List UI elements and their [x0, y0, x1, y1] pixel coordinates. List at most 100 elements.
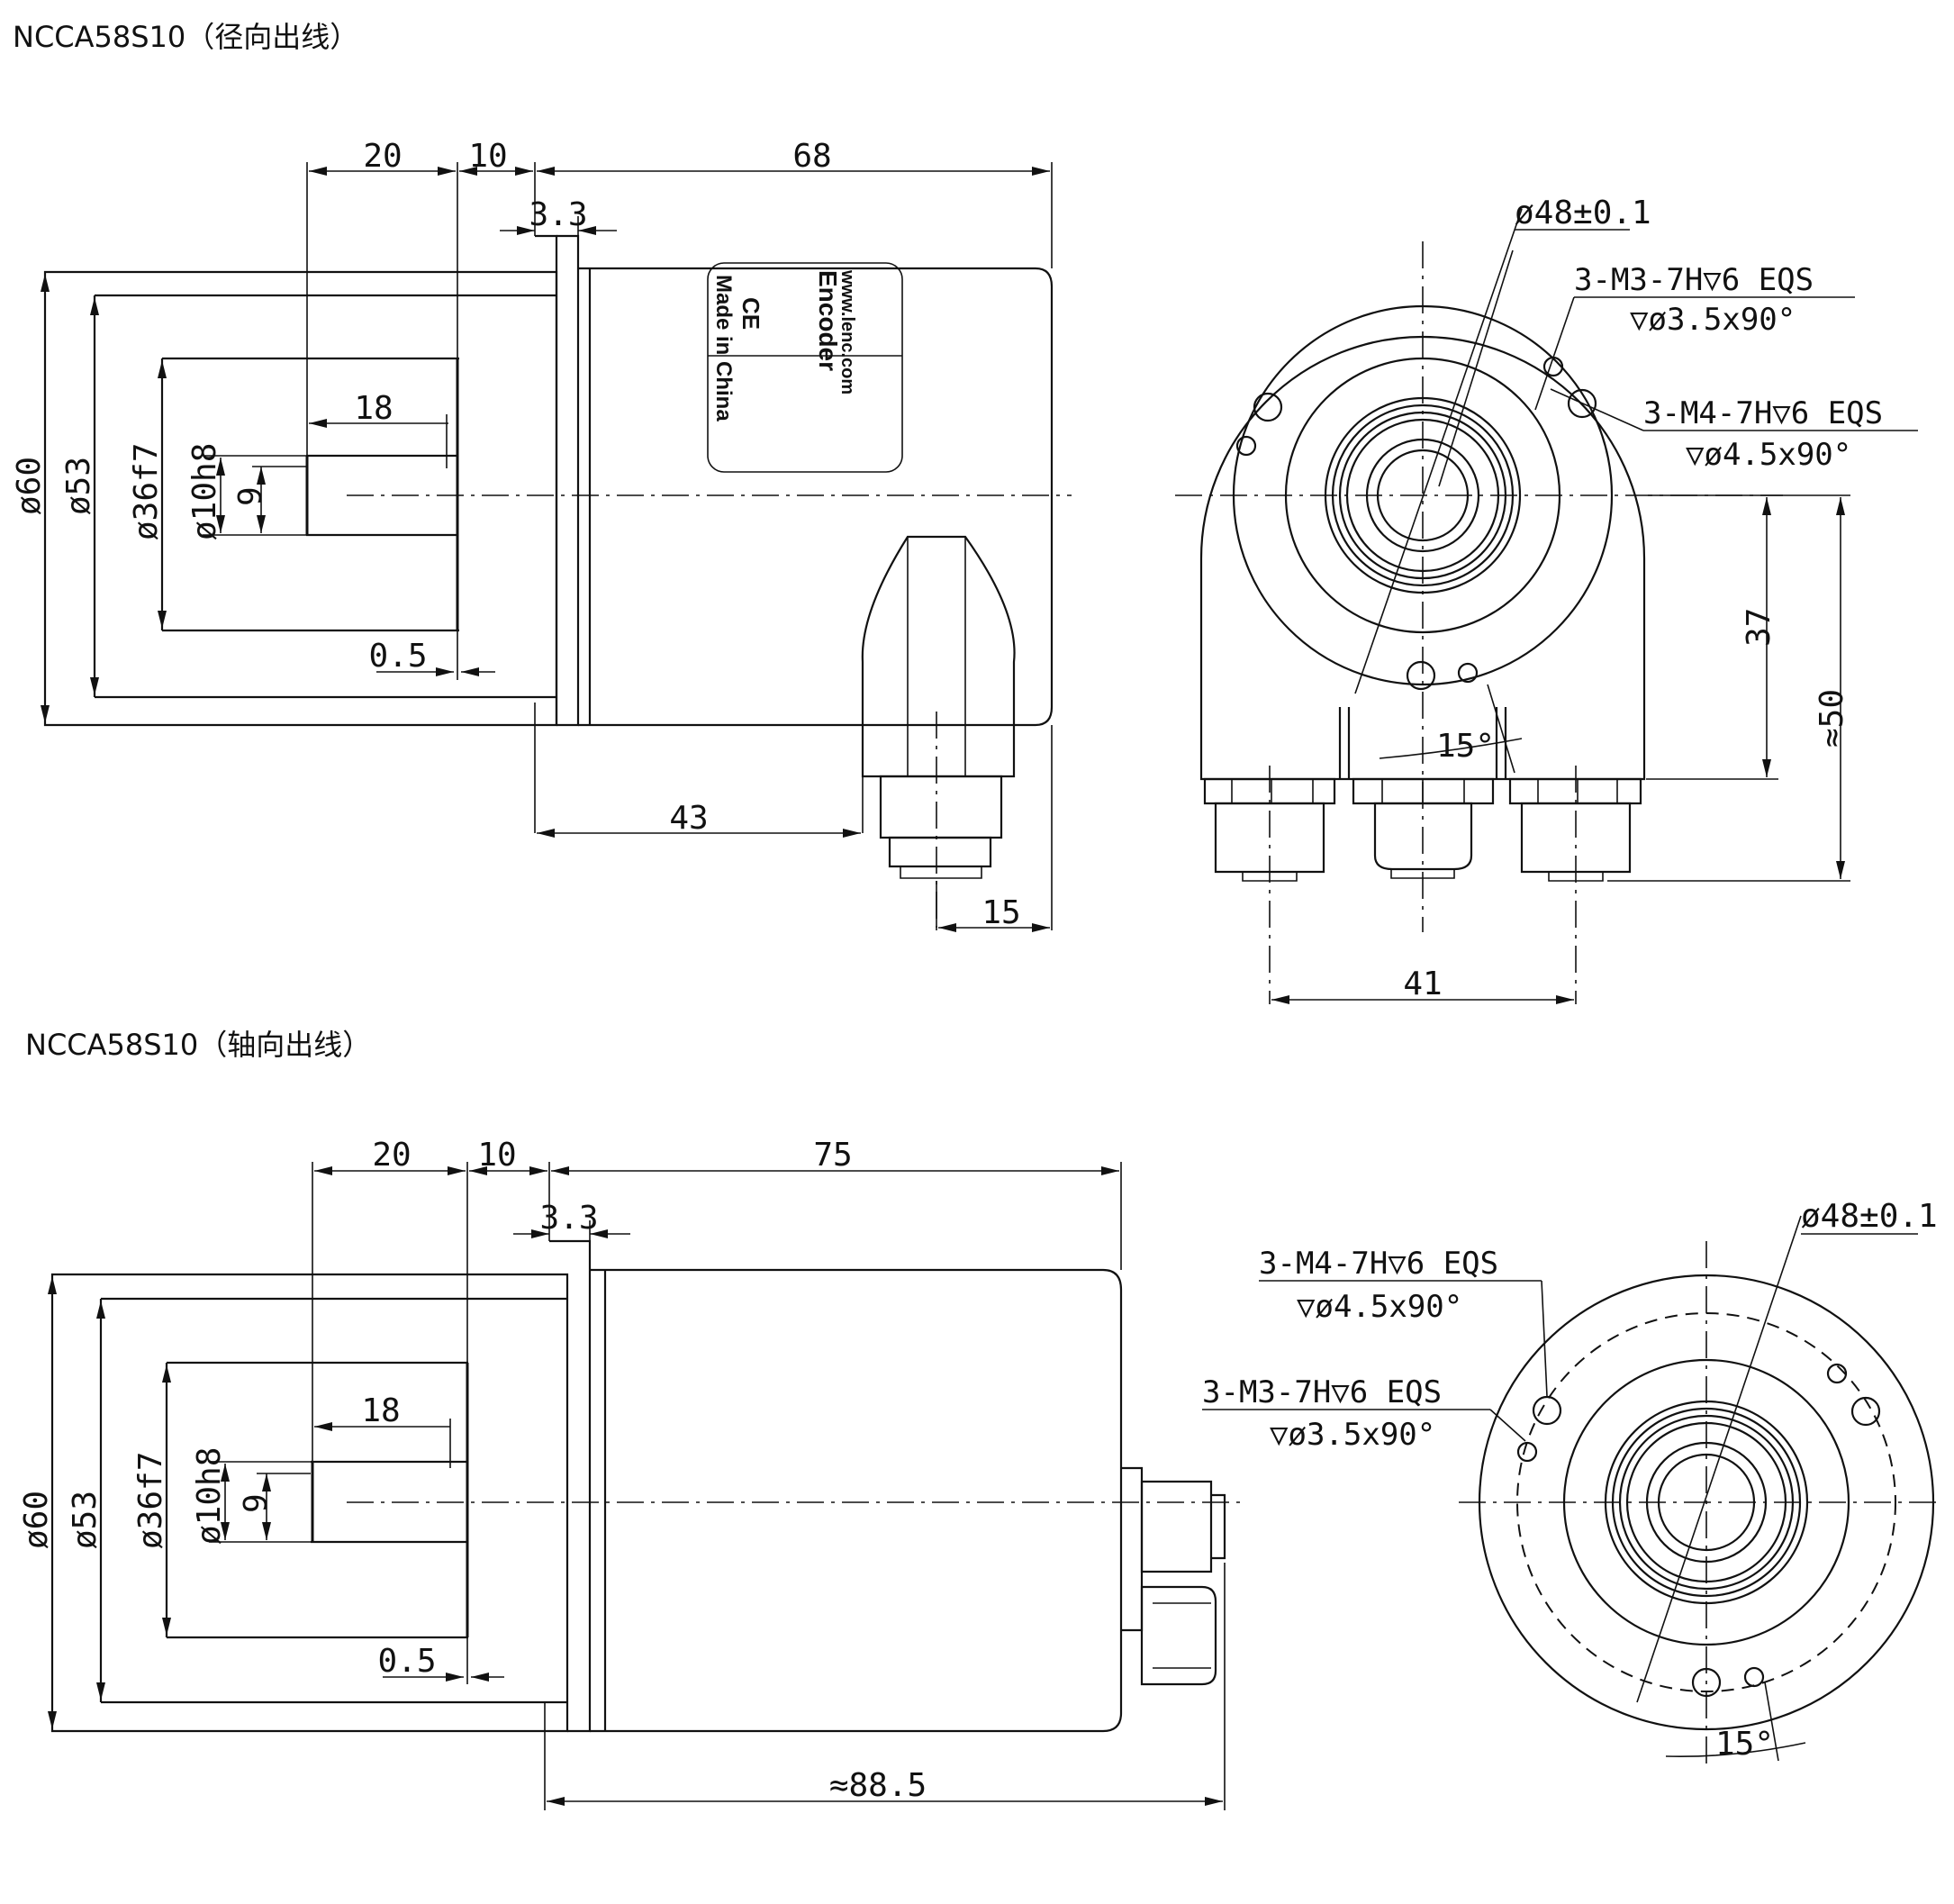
shaft-ring-1	[1604, 1400, 1809, 1605]
flange-plate	[556, 234, 580, 727]
dim-50: ≈50	[1814, 689, 1850, 748]
rear-connector-1	[1140, 1480, 1213, 1573]
dim-phi10: ø10h8	[191, 1447, 228, 1545]
connector-plug	[888, 836, 992, 868]
m4-note-1: 3-M4-7H▽6 EQS	[1259, 1246, 1498, 1282]
dim-phi53: ø53	[60, 457, 97, 515]
dim-10: 10	[468, 138, 507, 175]
m3-note-2: ▽ø3.5x90°	[1270, 1417, 1435, 1453]
radial-leader	[1438, 249, 1514, 487]
label-website: www.lenc.com	[837, 269, 857, 394]
ce-mark: CE	[737, 297, 764, 330]
m4-hole	[1850, 1396, 1881, 1427]
rear-connector-1-tip	[1211, 1493, 1226, 1560]
m3-hole	[1235, 435, 1257, 457]
dim-phi48: ø48±0.1	[1515, 195, 1651, 231]
dim-37: 37	[1741, 608, 1778, 647]
dim-phi10: ø10h8	[186, 443, 223, 540]
flange-circle	[1232, 304, 1614, 686]
clamp-ring	[1284, 357, 1561, 634]
dim-phi53: ø53	[67, 1491, 104, 1549]
shaft-ring-4	[1345, 418, 1500, 573]
dim-9: 9	[238, 1493, 275, 1513]
dim-3-3: 3.3	[539, 1200, 598, 1237]
m4-leader	[1541, 1280, 1548, 1397]
label-origin: Made in China	[711, 275, 736, 422]
m4-hole	[1691, 1667, 1722, 1698]
dim-3-3: 3.3	[529, 196, 587, 233]
cable-connector	[861, 535, 1016, 778]
m4-hole	[1253, 392, 1283, 422]
dim-phi48: ø48±0.1	[1801, 1198, 1938, 1235]
m3-hole	[1457, 662, 1479, 684]
shaft-ring-5	[1365, 438, 1480, 553]
shaft-ring-4	[1625, 1421, 1787, 1583]
rear-connector-2-lines	[1153, 1602, 1211, 1669]
flange-step	[99, 1297, 567, 1704]
radial-front-view: 15° 37 ≈50 41	[1175, 195, 1918, 1004]
shaft-ring-6	[1657, 1453, 1756, 1552]
phi48-leader	[1354, 208, 1523, 694]
label-brand: Encoder	[814, 270, 842, 371]
product-label	[707, 262, 903, 473]
m4-leader	[1550, 388, 1644, 431]
encoder-body	[590, 1268, 1123, 1733]
angle-15: 15°	[1436, 728, 1495, 765]
dim-phi36: ø36f7	[132, 1452, 169, 1549]
clamp-ring	[1562, 1358, 1850, 1646]
dim-20: 20	[372, 1137, 411, 1174]
m4-note-2: ▽ø4.5x90°	[1686, 437, 1851, 473]
encoder-body	[578, 267, 1054, 727]
shaft-ring-3	[1618, 1414, 1795, 1591]
m3-note-1: 3-M3-7H▽6 EQS	[1202, 1374, 1442, 1410]
dim-15: 15	[982, 894, 1020, 931]
connector-mounts	[1338, 707, 1507, 779]
dim-0-5: 0.5	[377, 1643, 436, 1680]
title-radial: NCCA58S10（径向出线）	[13, 20, 358, 54]
shaft	[306, 454, 457, 537]
m3-note-2: ▽ø3.5x90°	[1630, 302, 1796, 338]
dim-88-5: ≈88.5	[829, 1767, 927, 1804]
m3-hole	[1516, 1441, 1538, 1463]
connector-middle	[1352, 777, 1495, 879]
m4-hole	[1406, 660, 1436, 691]
title-axial: NCCA58S10（轴向出线）	[25, 1028, 371, 1062]
angle-ray	[1487, 684, 1515, 774]
phi10-ext	[209, 1461, 311, 1543]
phi48-leader	[1636, 1215, 1802, 1703]
extension-lines	[312, 1162, 1226, 1810]
connector-tip	[900, 866, 982, 879]
dim-0-5: 0.5	[368, 638, 427, 675]
axial-front-view: 15° ø48±0.1 3-M4-7H▽6 EQS ▽ø4.5x90° 3-M3…	[1202, 1198, 1938, 1770]
shaft	[311, 1460, 467, 1544]
m4-note-1: 3-M4-7H▽6 EQS	[1643, 395, 1883, 431]
connector-right	[1508, 777, 1642, 882]
dim-18: 18	[354, 390, 393, 427]
dim-10: 10	[477, 1137, 516, 1174]
m3-leader	[1489, 1409, 1526, 1442]
dim-phi60: ø60	[11, 457, 48, 515]
shaft-ring-2	[1331, 403, 1515, 587]
dim-43: 43	[669, 800, 708, 837]
dim-9: 9	[232, 486, 269, 506]
dim-20: 20	[363, 138, 402, 175]
axial-side-view: 20 10 75 3.3 18 ø60 ø53 ø36f7 ø10h8 9 0.…	[18, 1137, 1247, 1810]
m3-leader	[1534, 296, 1575, 411]
front-extensions	[1607, 494, 1850, 882]
dim-41: 41	[1403, 966, 1442, 1002]
bolt-circle	[1516, 1312, 1896, 1692]
angle-arc	[1665, 1742, 1806, 1757]
m4-note-2: ▽ø4.5x90°	[1297, 1289, 1462, 1325]
connector-ribs	[907, 537, 966, 776]
shaft-ring-3	[1338, 411, 1507, 580]
m4-hole	[1532, 1395, 1562, 1426]
connector-nut	[879, 775, 1003, 839]
angle-15: 15°	[1715, 1726, 1774, 1763]
shaft-ring-1	[1324, 396, 1522, 594]
dim-75: 75	[813, 1137, 852, 1174]
radial-side-view: Made in China CE Encoder www.lenc.com 20…	[11, 138, 1072, 932]
m3-note-1: 3-M3-7H▽6 EQS	[1574, 262, 1814, 298]
flange-outline	[43, 270, 558, 727]
flange-plate	[549, 1239, 592, 1733]
dim-phi36: ø36f7	[128, 443, 165, 540]
